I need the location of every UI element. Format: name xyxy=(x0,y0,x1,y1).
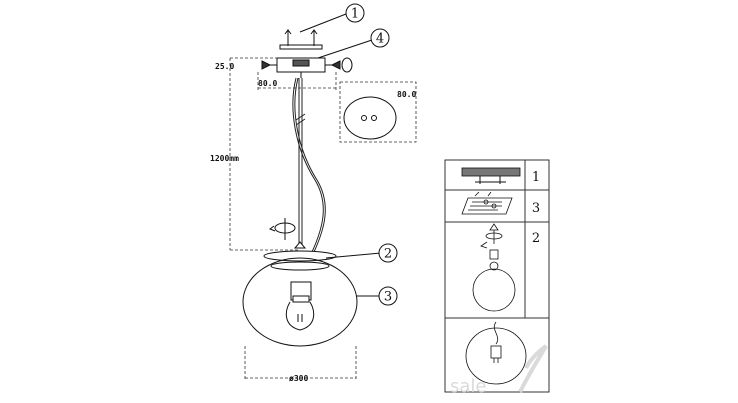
diameter-dimension xyxy=(244,346,357,380)
canopy-detail-label: 80.0 xyxy=(397,90,416,99)
watermark-text: sale xyxy=(450,376,486,397)
callout-2-number: 2 xyxy=(384,247,392,262)
ceiling-offset-label: 25.0 xyxy=(215,62,234,71)
lamp-head xyxy=(263,241,337,303)
cable-length-label: 1200mm xyxy=(210,154,239,163)
step-2-globe-icon xyxy=(472,223,516,312)
assembly-steps-panel: 1 3 2 xyxy=(444,159,550,393)
callout-3-number: 3 xyxy=(384,290,392,305)
step-2-number: 2 xyxy=(532,231,540,246)
twist-symbol-icon xyxy=(268,218,296,240)
mounting-bracket xyxy=(279,29,323,50)
suspension-cable xyxy=(292,77,326,253)
dimension-lines xyxy=(229,57,337,251)
callout-4: 4 xyxy=(317,28,390,59)
step-1-bracket-icon xyxy=(461,167,521,184)
shade-diameter-label: ø300 xyxy=(289,374,308,383)
callout-2: 2 xyxy=(325,243,398,263)
callout-1: 1 xyxy=(299,3,365,33)
canopy xyxy=(261,57,353,78)
canopy-hole-detail: 80.0 xyxy=(339,81,416,143)
callout-3: 3 xyxy=(356,286,398,306)
finished-lamp-icon xyxy=(465,321,527,385)
callout-1-number: 1 xyxy=(351,7,359,22)
step-3-number: 3 xyxy=(532,201,540,216)
step-3-wiring-icon xyxy=(461,191,513,215)
canopy-width-label: 80.0 xyxy=(258,79,277,88)
glass-globe xyxy=(242,257,358,347)
callout-4-number: 4 xyxy=(376,32,384,47)
step-1-number: 1 xyxy=(532,170,540,185)
watermark-logo: sale xyxy=(450,344,548,397)
